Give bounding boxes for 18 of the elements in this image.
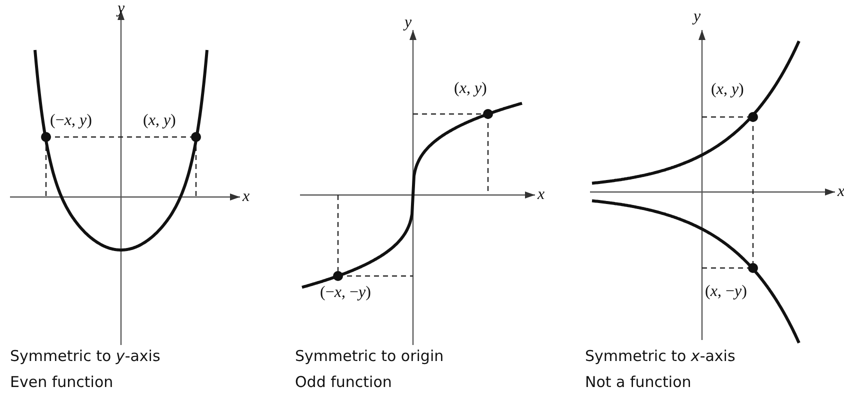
axis-label: x — [837, 183, 844, 202]
point-label: (x, y) — [143, 112, 176, 130]
axis-label: x — [242, 188, 250, 206]
caption: Symmetric to x-axis — [585, 348, 736, 366]
point-label: (−x, y) — [50, 112, 92, 130]
axis-label: x — [537, 186, 545, 204]
caption: Symmetric to y-axis — [10, 348, 160, 366]
axis-label: y — [404, 14, 412, 32]
caption: Symmetric to origin — [295, 348, 444, 366]
point-label: (x, y) — [711, 81, 744, 100]
point-label: (x, y) — [454, 80, 487, 98]
caption: Not a function — [585, 374, 692, 392]
axis-label: y — [117, 0, 125, 18]
caption: Odd function — [295, 374, 392, 392]
point-label: (x, −y) — [705, 283, 747, 302]
caption: Even function — [10, 374, 114, 392]
point-label: (−x, −y) — [320, 284, 371, 302]
axis-label: y — [693, 8, 701, 26]
